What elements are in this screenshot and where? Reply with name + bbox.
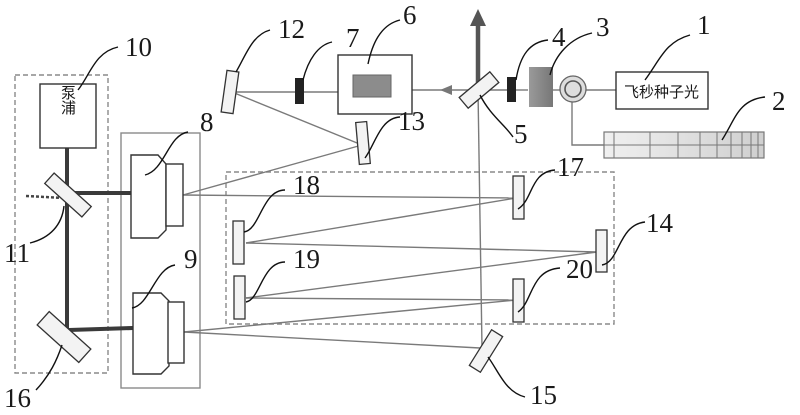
label-12: 12 — [278, 14, 305, 44]
folding-mirror-17 — [512, 175, 525, 220]
gain-module-9-body — [132, 292, 170, 375]
label-4: 4 — [552, 22, 566, 52]
beam-paths — [182, 85, 616, 349]
label-9: 9 — [184, 244, 198, 274]
label-1: 1 — [697, 10, 711, 40]
beam-13-to-8 — [182, 144, 363, 196]
component-3-block — [529, 67, 553, 107]
isolator-inner-ring — [564, 80, 582, 98]
output-arrow-icon — [470, 9, 486, 26]
component-labels: 1 2 3 4 5 6 7 8 9 10 11 12 13 14 15 16 1… — [4, 0, 786, 413]
pump-to-gain-9 — [68, 326, 134, 332]
multipass-group-outline — [225, 171, 615, 325]
beam-12-to-13 — [231, 91, 363, 146]
label-14: 14 — [646, 208, 674, 238]
label-2: 2 — [772, 86, 786, 116]
gain-module-8-body — [130, 154, 167, 239]
polarizer-5 — [458, 70, 500, 110]
beam-isolator-to-fiber — [571, 101, 606, 146]
pump-source-box — [39, 83, 97, 149]
beam-direction-arrow — [440, 85, 452, 95]
seed-laser-box — [615, 71, 709, 110]
waveplate-7 — [295, 78, 304, 104]
label-20: 20 — [566, 254, 593, 284]
beam-20-to-9 — [183, 299, 517, 333]
leader-lines — [29, 19, 766, 398]
folding-mirror-14 — [595, 229, 608, 273]
label-16: 16 — [4, 383, 31, 413]
label-7: 7 — [346, 23, 360, 53]
label-11: 11 — [4, 238, 30, 268]
gain-module-9-crystal — [167, 301, 185, 364]
label-8: 8 — [200, 107, 214, 137]
label-13: 13 — [398, 106, 425, 136]
beam-8-to-17 — [182, 194, 517, 199]
beam-17-to-18 — [245, 197, 517, 244]
label-3: 3 — [596, 12, 610, 42]
label-15: 15 — [530, 380, 557, 410]
waveplate-4 — [507, 77, 516, 102]
gain-module-enclosure — [120, 132, 201, 389]
end-mirror-12 — [220, 69, 240, 115]
pump-source-label: 泵浦 — [59, 85, 77, 116]
label-17: 17 — [557, 152, 584, 182]
beam-18-to-14 — [245, 242, 598, 253]
folding-mirror-13 — [354, 120, 372, 166]
beam-9-to-15 — [183, 331, 481, 349]
gain-module-8-crystal — [165, 163, 184, 227]
pump-paths — [25, 148, 134, 332]
pump-dump-dotted — [25, 194, 65, 200]
pockels-crystal — [352, 74, 392, 98]
pump-mirror-16 — [36, 310, 92, 364]
label-6: 6 — [403, 0, 417, 30]
isolator-icon — [559, 75, 587, 103]
beam-5-to-15 — [477, 89, 483, 349]
label-18: 18 — [293, 170, 320, 200]
seed-laser-label: 飞秒种子光 — [624, 83, 699, 101]
folding-mirror-15 — [468, 328, 504, 374]
folding-mirror-18 — [232, 220, 245, 265]
stretcher-grid-lines — [604, 132, 764, 158]
pump-group-outline — [14, 74, 109, 374]
beam-splitter-11 — [43, 172, 93, 218]
label-10: 10 — [125, 32, 152, 62]
folding-mirror-20 — [512, 278, 525, 323]
label-5: 5 — [514, 119, 528, 149]
beam-19-to-20 — [245, 297, 517, 301]
label-19: 19 — [293, 244, 320, 274]
beam-14-to-19 — [245, 251, 598, 299]
folding-mirror-19 — [233, 275, 246, 320]
